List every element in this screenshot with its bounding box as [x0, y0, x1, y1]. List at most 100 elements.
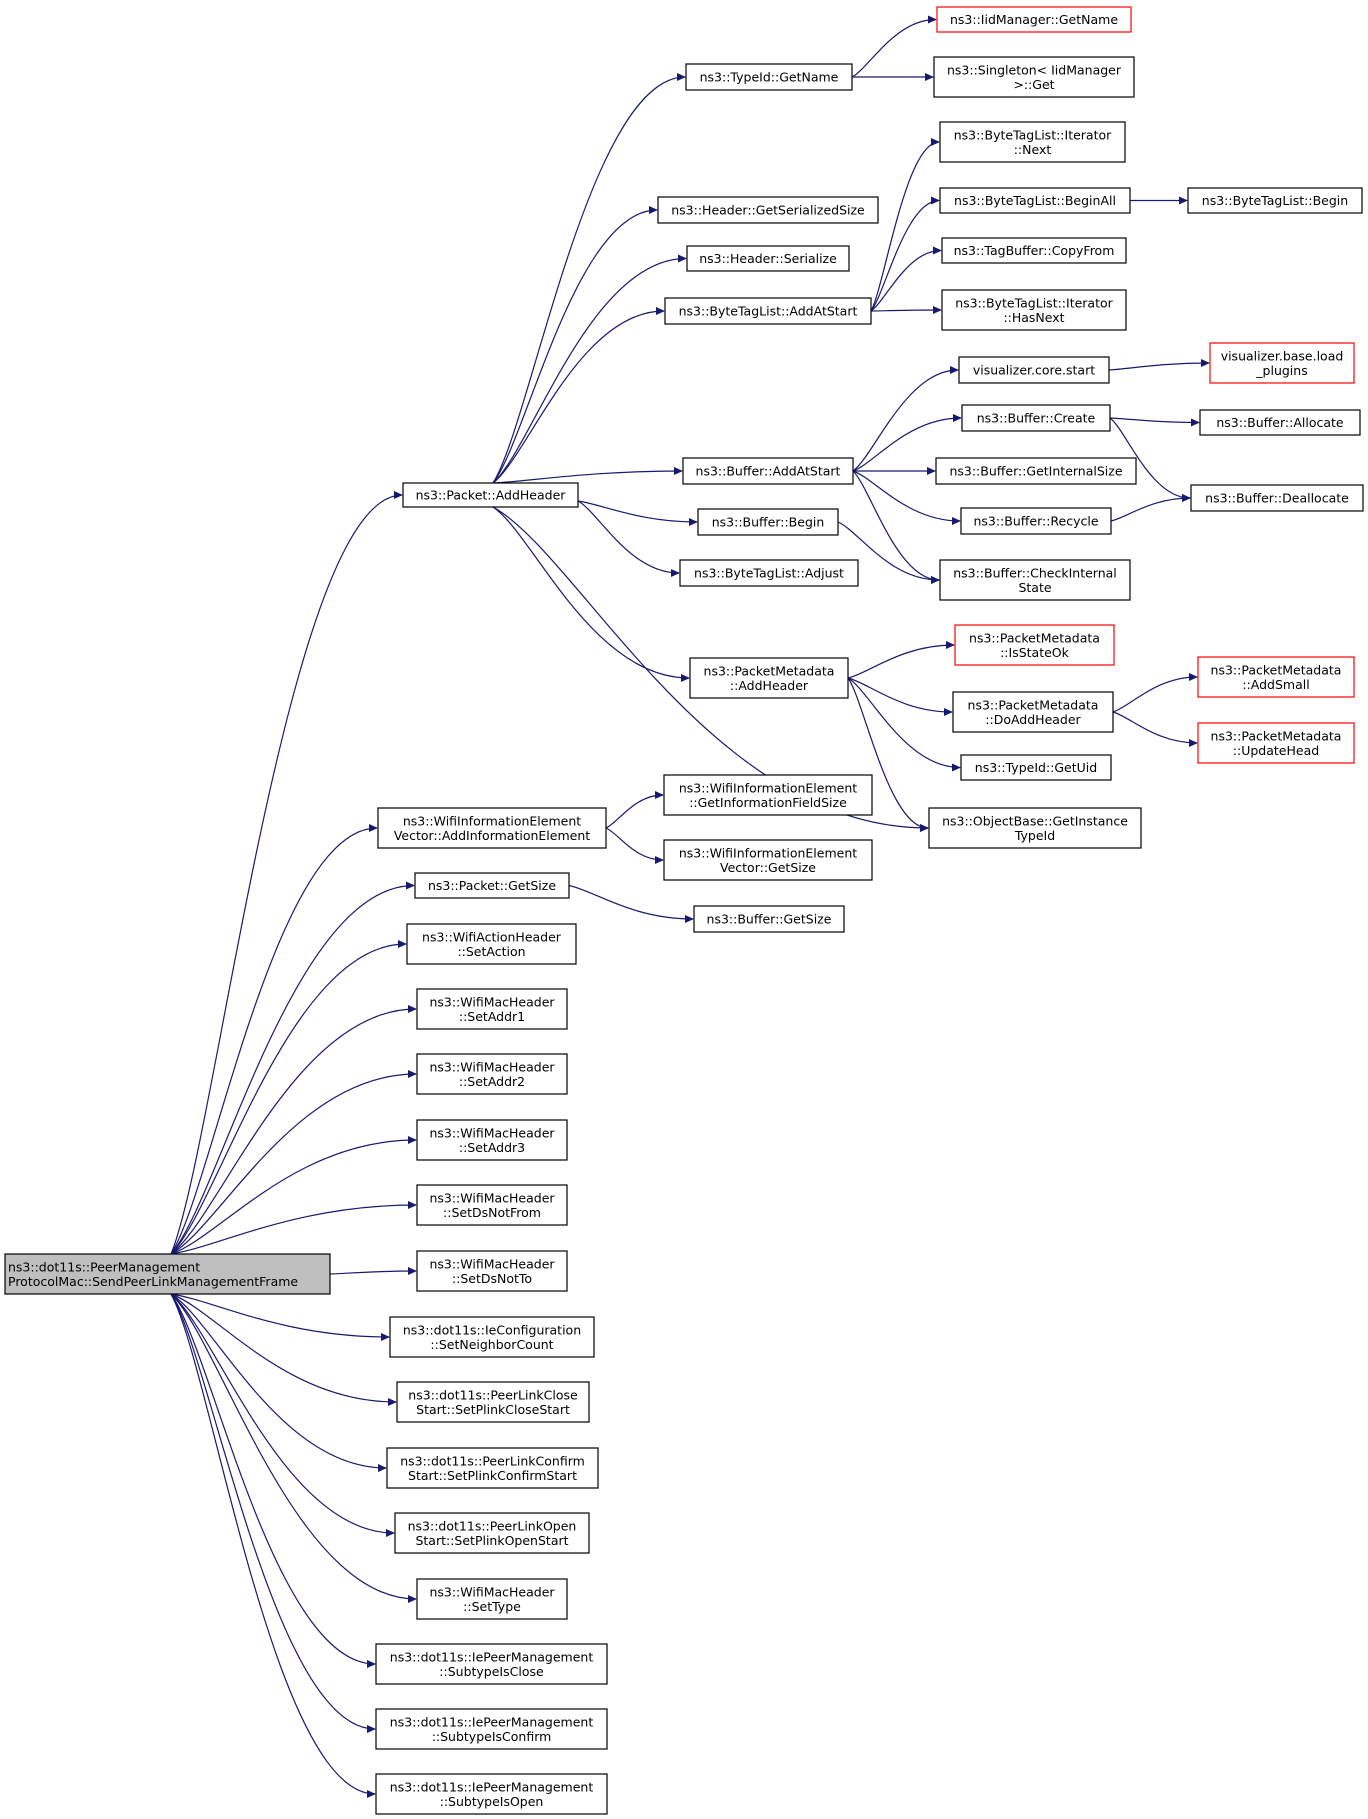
node-buffer_create[interactable]: ns3::Buffer::Create	[961, 404, 1111, 432]
node-box	[952, 691, 1114, 733]
node-box	[416, 1053, 568, 1095]
node-buffer_getsize[interactable]: ns3::Buffer::GetSize	[693, 905, 845, 933]
node-label: ns3::Packet::AddHeader	[416, 488, 567, 503]
edge-pm_addheader-to-typeid_getuid	[847, 677, 961, 772]
node-vis_base_load[interactable]: visualizer.base.load_plugins	[1209, 342, 1355, 384]
node-box	[960, 507, 1112, 535]
node-btl_addatstart[interactable]: ns3::ByteTagList::AddAtStart	[664, 297, 872, 325]
node-header_serialize[interactable]: ns3::Header::Serialize	[686, 245, 850, 272]
node-box	[414, 872, 570, 899]
node-label: ::SetAddr1	[459, 1009, 525, 1024]
node-btl_beginall[interactable]: ns3::ByteTagList::BeginAll	[939, 187, 1131, 214]
node-label: ::AddHeader	[730, 678, 809, 693]
node-label: ::UpdateHead	[1233, 743, 1319, 758]
node-label: Vector::AddInformationElement	[394, 828, 590, 843]
node-wah_setaction[interactable]: ns3::WifiActionHeader::SetAction	[406, 923, 577, 965]
node-label: ns3::Buffer::Begin	[712, 515, 825, 530]
node-label: ::SetNeighborCount	[430, 1337, 553, 1352]
edges-layer	[170, 15, 1210, 1799]
node-box	[679, 559, 859, 587]
node-iepm_subtypeisclose[interactable]: ns3::dot11s::IePeerManagement::SubtypeIs…	[375, 1643, 608, 1685]
node-iepm_subtypeisconfirm[interactable]: ns3::dot11s::IePeerManagement::SubtypeIs…	[375, 1708, 608, 1750]
node-label: ns3::ByteTagList::AddAtStart	[679, 304, 858, 319]
node-btl_iter_next[interactable]: ns3::ByteTagList::Iterator::Next	[939, 121, 1126, 163]
node-packet_getsize[interactable]: ns3::Packet::GetSize	[414, 872, 570, 899]
edge-root-to-wmh_setaddr3	[170, 1135, 417, 1255]
nodes-layer: ns3::dot11s::PeerManagementProtocolMac::…	[4, 6, 1364, 1815]
edge-pm_addheader-to-pm_doaddheader	[847, 677, 953, 717]
edge-btl_addatstart-to-btl_beginall	[870, 196, 940, 312]
node-box	[939, 559, 1131, 601]
node-root[interactable]: ns3::dot11s::PeerManagementProtocolMac::…	[4, 1253, 331, 1295]
edge-wiev_addinfoelement-to-wiev_getsize	[605, 827, 664, 865]
node-wie_getinfofieldsize[interactable]: ns3::WifiInformationElement::GetInformat…	[663, 774, 873, 816]
edge-buffer_create-to-buffer_deallocate	[1109, 417, 1191, 503]
node-label: ns3::dot11s::IePeerManagement	[390, 1714, 594, 1729]
node-label: ns3::dot11s::PeerLinkClose	[408, 1387, 578, 1402]
node-plcf_setplinkconfirmstart[interactable]: ns3::dot11s::PeerLinkConfirmStart::SetPl…	[386, 1447, 599, 1489]
node-box	[375, 1643, 608, 1685]
edge-root-to-plcf_setplinkconfirmstart	[170, 1293, 387, 1473]
node-pm_addsmall[interactable]: ns3::PacketMetadata::AddSmall	[1197, 656, 1355, 698]
node-buffer_getinternalsize[interactable]: ns3::Buffer::GetInternalSize	[935, 457, 1137, 485]
node-header_getsersize[interactable]: ns3::Header::GetSerializedSize	[657, 196, 879, 224]
node-btl_adjust[interactable]: ns3::ByteTagList::Adjust	[679, 559, 859, 587]
edge-pm_addheader-to-pm_isstateok	[847, 640, 955, 679]
node-pm_updatehead[interactable]: ns3::PacketMetadata::UpdateHead	[1197, 722, 1355, 764]
node-buffer_addatstart[interactable]: ns3::Buffer::AddAtStart	[682, 457, 854, 485]
node-label: ::DoAddHeader	[985, 712, 1081, 727]
node-label: ns3::WifiMacHeader	[429, 1190, 555, 1205]
node-wmh_setdsnotfrom[interactable]: ns3::WifiMacHeader::SetDsNotFrom	[416, 1184, 568, 1226]
node-addheader[interactable]: ns3::Packet::AddHeader	[402, 482, 579, 508]
node-label: ::SetAddr2	[459, 1074, 525, 1089]
node-wiev_getsize[interactable]: ns3::WifiInformationElementVector::GetSi…	[663, 839, 873, 881]
edge-buffer_addatstart-to-buffer_create	[852, 413, 962, 472]
edge-btl_addatstart-to-btl_iter_hasnext	[870, 305, 942, 315]
node-box	[663, 774, 873, 816]
node-label: ns3::WifiMacHeader	[429, 1584, 555, 1599]
node-buffer_allocate[interactable]: ns3::Buffer::Allocate	[1199, 409, 1361, 436]
node-pm_addheader[interactable]: ns3::PacketMetadata::AddHeader	[689, 657, 849, 699]
node-vis_core_start[interactable]: visualizer.core.start	[958, 356, 1110, 384]
node-plo_setplinkopenstart[interactable]: ns3::dot11s::PeerLinkOpenStart::SetPlink…	[394, 1512, 590, 1554]
node-iepm_subtypeisopen[interactable]: ns3::dot11s::IePeerManagement::SubtypeIs…	[375, 1773, 608, 1815]
node-label: ns3::Buffer::CheckInternal	[953, 565, 1117, 580]
node-label: ::SetDsNotFrom	[443, 1205, 541, 1220]
node-box	[402, 482, 579, 508]
node-buffer_begin[interactable]: ns3::Buffer::Begin	[697, 508, 839, 536]
node-pm_isstateok[interactable]: ns3::PacketMetadata::IsStateOk	[954, 624, 1115, 666]
node-plc_setplinkclosestart[interactable]: ns3::dot11s::PeerLinkCloseStart::SetPlin…	[396, 1381, 590, 1423]
node-wmh_setaddr2[interactable]: ns3::WifiMacHeader::SetAddr2	[416, 1053, 568, 1095]
node-label: ns3::Buffer::GetInternalSize	[949, 464, 1122, 479]
node-label: ns3::ByteTagList::Begin	[1202, 193, 1348, 208]
node-typeid_getname[interactable]: ns3::TypeId::GetName	[685, 63, 853, 91]
node-wmh_setaddr1[interactable]: ns3::WifiMacHeader::SetAddr1	[416, 988, 568, 1030]
node-btl_begin[interactable]: ns3::ByteTagList::Begin	[1187, 187, 1363, 214]
edge-addheader-to-typeid_getname	[492, 72, 686, 484]
node-iecfg_setneighborcount[interactable]: ns3::dot11s::IeConfiguration::SetNeighbo…	[389, 1316, 595, 1358]
node-wiev_addinfoelement[interactable]: ns3::WifiInformationElementVector::AddIn…	[377, 807, 607, 849]
node-singleton_get[interactable]: ns3::Singleton< IidManager>::Get	[933, 56, 1135, 98]
edge-btl_addatstart-to-tagbuffer_copyfrom	[870, 246, 942, 312]
edge-addheader-to-header_serialize	[492, 254, 687, 484]
node-wmh_settype[interactable]: ns3::WifiMacHeader::SetType	[416, 1578, 568, 1620]
edge-vis_core_start-to-vis_base_load	[1108, 358, 1210, 371]
node-label: ::SetType	[463, 1599, 521, 1614]
node-buffer_deallocate[interactable]: ns3::Buffer::Deallocate	[1190, 484, 1364, 512]
node-box	[657, 196, 879, 224]
node-wmh_setaddr3[interactable]: ns3::WifiMacHeader::SetAddr3	[416, 1119, 568, 1161]
node-box	[960, 754, 1112, 781]
node-label: ::SetAction	[457, 944, 525, 959]
node-tagbuffer_copyfrom[interactable]: ns3::TagBuffer::CopyFrom	[941, 237, 1127, 264]
node-label: ns3::ByteTagList::BeginAll	[954, 193, 1116, 208]
node-iidmgr_getname[interactable]: ns3::IidManager::GetName	[936, 6, 1132, 33]
node-pm_doaddheader[interactable]: ns3::PacketMetadata::DoAddHeader	[952, 691, 1114, 733]
node-box	[664, 297, 872, 325]
node-buffer_recycle[interactable]: ns3::Buffer::Recycle	[960, 507, 1112, 535]
node-typeid_getuid[interactable]: ns3::TypeId::GetUid	[960, 754, 1112, 781]
node-wmh_setdsnotto[interactable]: ns3::WifiMacHeader::SetDsNotTo	[416, 1250, 568, 1292]
node-btl_iter_hasnext[interactable]: ns3::ByteTagList::Iterator::HasNext	[941, 289, 1127, 331]
